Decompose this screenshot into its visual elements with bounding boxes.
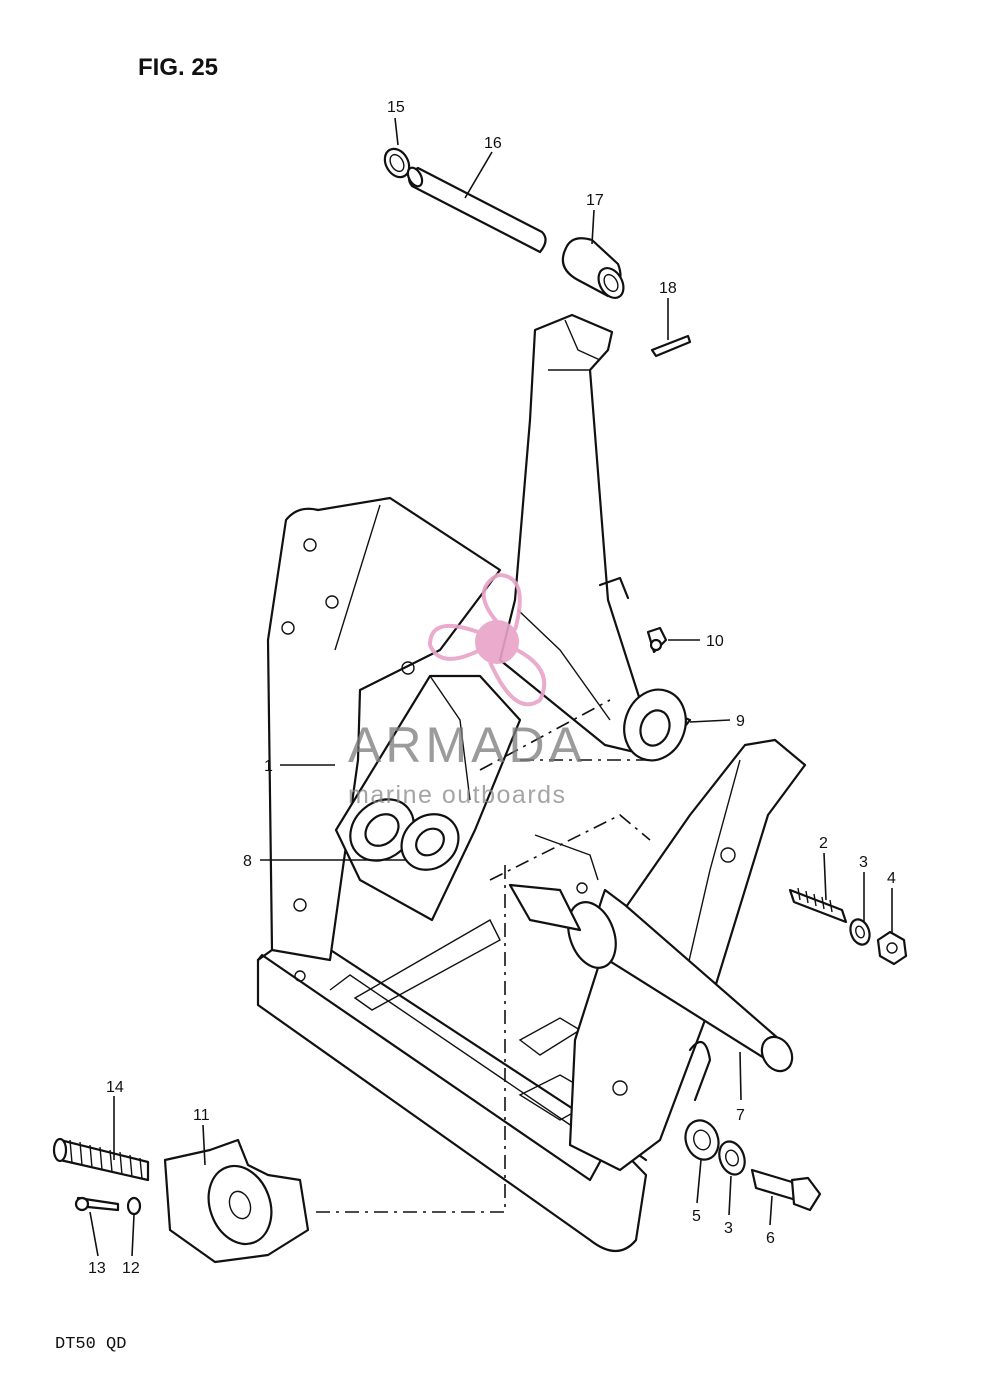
callout-3-lower: 3	[724, 1220, 733, 1237]
callout-18: 18	[659, 280, 677, 297]
callout-16: 16	[484, 135, 502, 152]
callout-6: 6	[766, 1230, 775, 1247]
part-5-washer[interactable]	[680, 1116, 724, 1165]
watermark: ARMADA marine outboards	[348, 572, 586, 809]
part-13-pin[interactable]	[74, 1196, 120, 1212]
callout-11: 11	[193, 1107, 210, 1124]
part-7-swivel-bracket[interactable]	[508, 738, 807, 1172]
callout-17: 17	[586, 192, 604, 209]
callout-14: 14	[106, 1079, 124, 1096]
callout-2: 2	[819, 835, 828, 852]
watermark-tagline: marine outboards	[348, 781, 567, 809]
callout-7: 7	[736, 1107, 745, 1124]
part-11-tilt-lock[interactable]	[163, 1138, 310, 1264]
callout-1: 1	[264, 758, 273, 775]
part-2-stud-bolt[interactable]	[788, 887, 848, 924]
model-label: DT50 QD	[55, 1335, 126, 1354]
callout-3-upper: 3	[859, 854, 868, 871]
part-18-cotter-pin[interactable]	[650, 334, 692, 358]
part-10-grease-nipple[interactable]	[646, 626, 668, 654]
callout-12: 12	[122, 1260, 140, 1277]
part-14-spring[interactable]	[52, 1137, 150, 1182]
part-12-ring[interactable]	[126, 1196, 142, 1216]
part-16-pin[interactable]	[405, 165, 547, 254]
part-17-bushing[interactable]	[561, 237, 629, 302]
watermark-brand: ARMADA	[348, 717, 586, 773]
part-9-tilt-lever[interactable]	[498, 313, 696, 769]
part-3-washer-upper[interactable]	[847, 917, 873, 948]
callout-8: 8	[243, 853, 252, 870]
figure-title: FIG. 25	[138, 54, 218, 81]
part-8-bushing[interactable]	[338, 787, 470, 882]
part-6-bolt[interactable]	[750, 1168, 822, 1212]
part-3-washer-lower[interactable]	[715, 1138, 749, 1178]
part-15-snap-ring[interactable]	[380, 145, 414, 182]
callout-labels: 15 16 17 18 10 9 1 8 2 3 4 7 5 3 6 11 14…	[88, 99, 896, 1277]
callout-13: 13	[88, 1260, 106, 1277]
leader-lines	[89, 117, 893, 1257]
callout-4: 4	[887, 870, 896, 887]
callout-5: 5	[692, 1208, 701, 1225]
part-4-nut[interactable]	[876, 930, 908, 966]
callout-10: 10	[706, 633, 724, 650]
assembly-lines	[310, 699, 651, 1213]
propeller-logo	[427, 572, 547, 707]
callout-9: 9	[736, 713, 745, 730]
callout-15: 15	[387, 99, 405, 116]
